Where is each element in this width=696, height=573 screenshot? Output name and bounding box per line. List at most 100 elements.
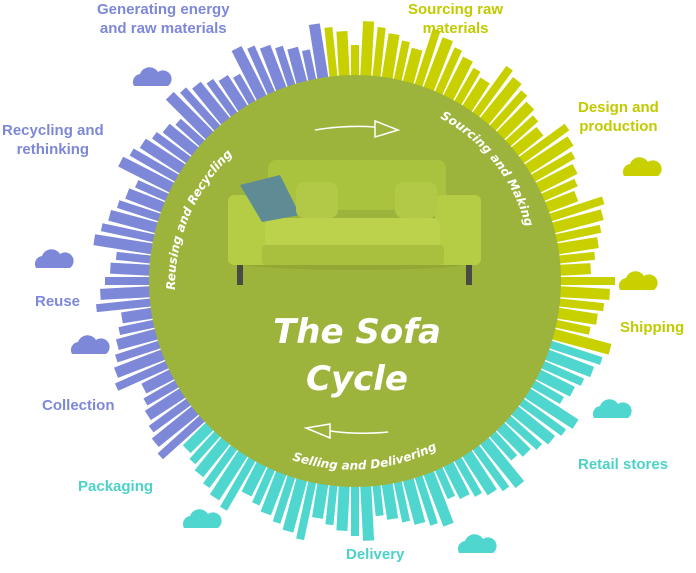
ring-silhouette (165, 91, 221, 147)
ring-silhouette (108, 209, 168, 236)
ring-silhouette (351, 477, 359, 536)
ring-silhouette (114, 346, 174, 378)
ring-silhouette (192, 81, 236, 133)
ring-silhouette (129, 148, 188, 187)
ring-silhouette (391, 40, 410, 91)
label-line: Design and (578, 99, 659, 116)
label-generating-energy: Generating energy and raw materials (97, 0, 230, 38)
ring-silhouette (139, 138, 194, 179)
cloud-icon (182, 509, 222, 528)
ring-silhouette (371, 26, 386, 87)
ring-silhouette (449, 67, 481, 114)
ring-silhouette (296, 471, 319, 541)
label-packaging: Packaging (78, 478, 154, 495)
icon-ring (93, 21, 615, 541)
cloud-icon (592, 399, 632, 418)
ring-silhouette (325, 475, 339, 526)
cloud-icon (622, 157, 662, 176)
ring-silhouette (380, 473, 399, 520)
label-collection: Collection (42, 397, 115, 414)
label-line: Sourcing raw (408, 1, 504, 18)
ring-silhouette (100, 223, 165, 245)
ring-silhouette (351, 45, 359, 85)
ring-silhouette (282, 468, 310, 533)
ring-silhouette (110, 262, 160, 277)
label-shipping: Shipping (620, 319, 685, 336)
ring-silhouette (483, 90, 528, 139)
arrow-left-icon (303, 423, 389, 440)
ring-silhouette (545, 317, 591, 335)
ring-silhouette (152, 131, 199, 170)
ring-silhouette (391, 471, 411, 523)
ring-silhouette (180, 87, 227, 139)
ring-silhouette (359, 476, 375, 541)
label-line: and raw materials (99, 20, 227, 37)
ring-silhouette (194, 429, 236, 478)
ring-silhouette (457, 442, 497, 496)
ring-silhouette (115, 326, 168, 350)
ring-silhouette (247, 45, 279, 104)
ring-silhouette (105, 277, 159, 285)
ring-silhouette (497, 409, 542, 450)
ring-silhouette (540, 196, 605, 225)
ring-silhouette (252, 458, 279, 506)
ring-silhouette (157, 409, 213, 460)
ring-silhouette (540, 337, 603, 365)
ring-silhouette (118, 317, 165, 336)
ring-silhouette (489, 101, 535, 147)
ring-silhouette (547, 306, 598, 325)
ring-silhouette (431, 47, 462, 104)
clouds (34, 67, 662, 553)
ring-silhouette (312, 473, 330, 519)
arrow-right-icon (314, 119, 401, 139)
ring-silhouette (550, 285, 610, 300)
ring-silhouette (260, 462, 290, 516)
cloud-icon (70, 335, 110, 354)
ring-silhouette (231, 45, 271, 109)
title-line-2: Cycle (306, 359, 408, 399)
cloud-icon (132, 67, 172, 86)
ring-silhouette (144, 383, 194, 421)
ring-silhouette (336, 31, 351, 86)
label-line: production (579, 118, 658, 135)
center-circle (149, 75, 561, 487)
ring-silhouette (125, 188, 174, 216)
ring-silhouette (511, 392, 567, 436)
ring-silhouette (420, 37, 453, 100)
ring-silhouette (536, 346, 595, 378)
label-line: Generating energy (97, 1, 230, 18)
ring-silhouette (324, 26, 339, 87)
ring-silhouette (511, 123, 570, 170)
ring-silhouette (551, 277, 615, 285)
ring-silhouette (516, 136, 574, 179)
ring-silhouette (547, 237, 599, 256)
sofa-image (228, 160, 481, 285)
ring-silhouette (449, 448, 482, 497)
ring-silhouette (203, 437, 244, 489)
ring-silhouette (542, 326, 612, 355)
label-delivery: Delivery (346, 546, 405, 563)
cloud-icon (457, 534, 497, 553)
ring-silhouette (116, 200, 170, 225)
ring-silhouette (115, 251, 161, 265)
ring-silhouette (272, 466, 299, 524)
ring-silhouette (100, 285, 160, 300)
ring-silhouette (466, 65, 513, 125)
ring-silhouette (545, 224, 602, 245)
ring-silhouette (114, 357, 178, 391)
ring-silhouette (522, 151, 576, 187)
ring-silhouette (532, 357, 585, 386)
ring-silhouette (549, 297, 605, 312)
ring-silhouette (148, 392, 199, 433)
ring-silhouette (220, 448, 261, 511)
ring-silhouette (93, 234, 163, 256)
ring-silhouette (549, 251, 596, 265)
ring-silhouette (474, 429, 525, 489)
ring-silhouette (466, 437, 510, 492)
ring-silhouette (400, 468, 426, 525)
ring-silhouette (209, 442, 253, 501)
ring-silhouette (115, 337, 170, 363)
